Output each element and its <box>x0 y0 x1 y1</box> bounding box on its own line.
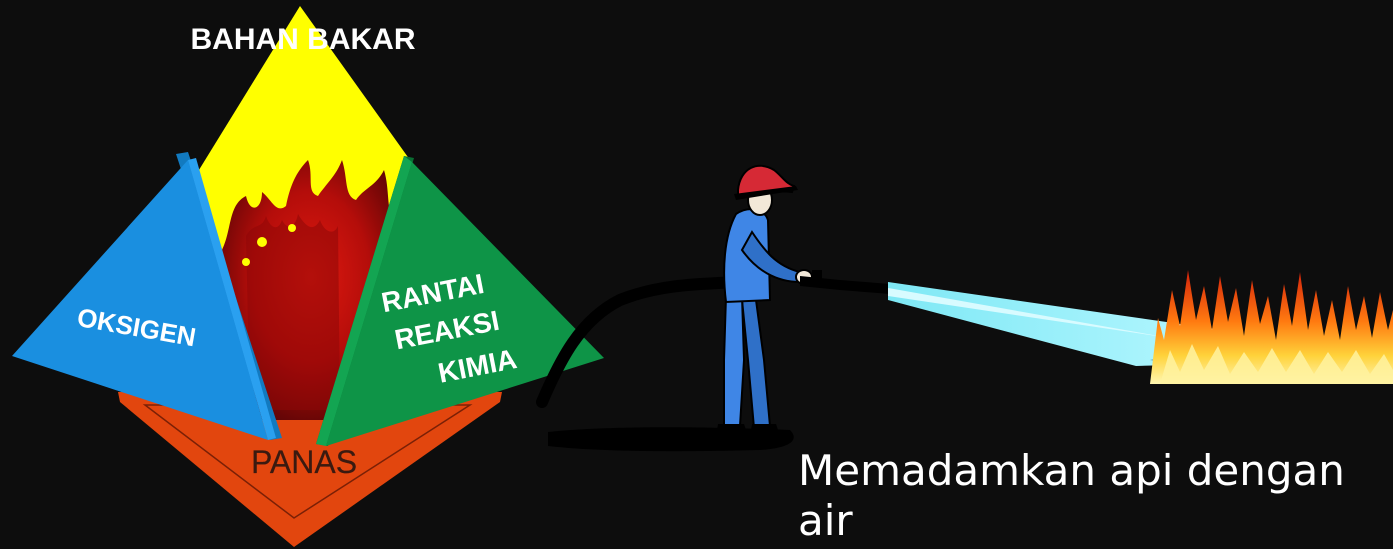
firefighter-icon <box>542 166 890 451</box>
heat-label: PANAS <box>251 444 357 480</box>
fuel-label: BAHAN BAKAR <box>191 23 416 56</box>
slide-caption: Memadamkan api dengan air <box>798 446 1378 546</box>
flames-icon <box>1150 270 1393 384</box>
